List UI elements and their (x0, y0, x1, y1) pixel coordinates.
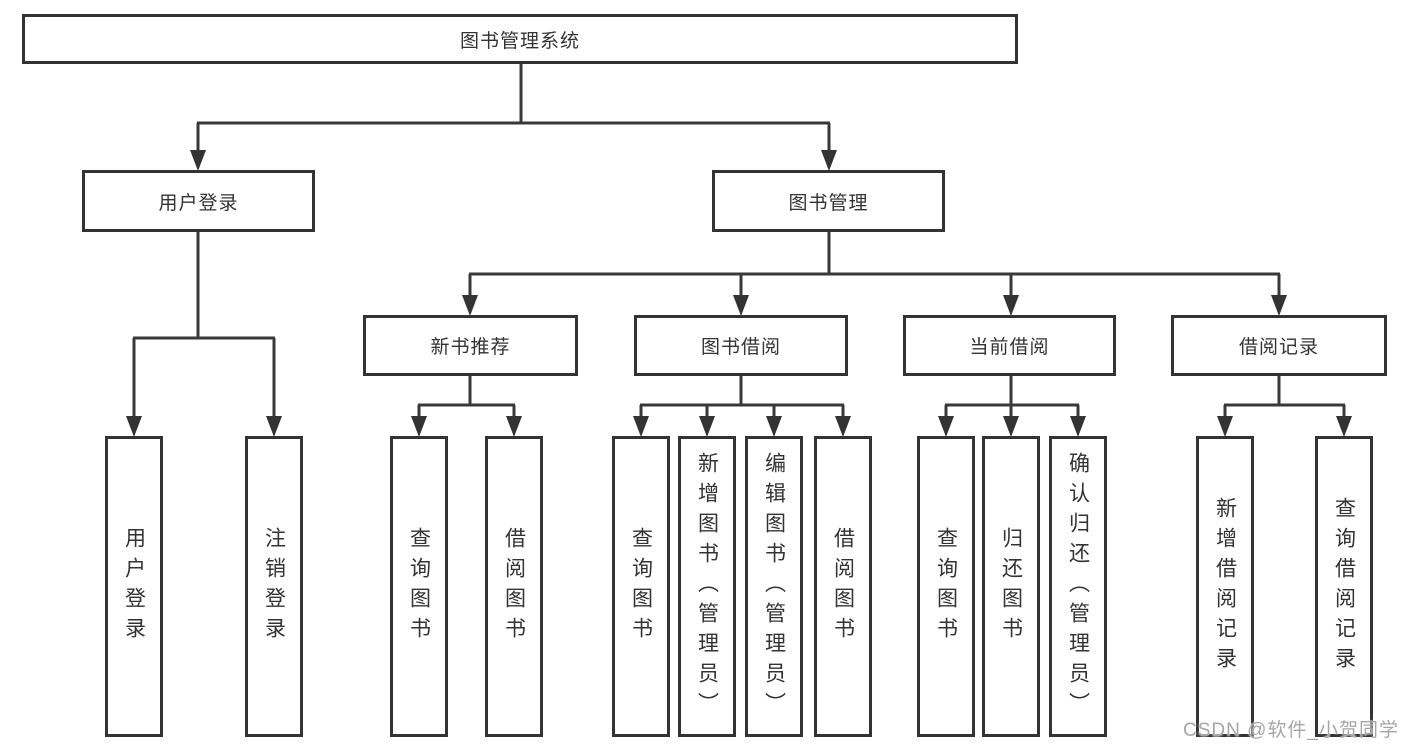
leaf-confirm-return-admin: 确认归还（管理员） (1049, 436, 1107, 737)
leaf-query-books-borrowing: 查询图书 (612, 436, 670, 737)
node-label: 图书管理系统 (459, 30, 580, 52)
node-label: 图书管理 (788, 192, 869, 214)
node-label: 新增借阅记录 (1213, 496, 1237, 677)
leaf-logout: 注销登录 (245, 436, 303, 737)
leaf-edit-books-admin: 编辑图书（管理员） (745, 436, 803, 737)
node-label: 查询图书 (629, 526, 653, 647)
leaf-query-books-recommend: 查询图书 (390, 436, 448, 737)
node-label: 图书借阅 (700, 337, 781, 358)
leaf-add-borrow-record: 新增借阅记录 (1196, 436, 1254, 737)
node-borrowing-records: 借阅记录 (1171, 315, 1387, 376)
node-book-management: 图书管理 (712, 170, 945, 232)
leaf-borrow-books-borrowing: 借阅图书 (814, 436, 872, 737)
leaf-user-login: 用户登录 (105, 436, 163, 737)
node-current-borrowing: 当前借阅 (903, 315, 1116, 376)
leaf-query-borrow-record: 查询借阅记录 (1315, 436, 1373, 737)
node-label: 新书推荐 (430, 337, 511, 358)
node-label: 借阅图书 (831, 526, 855, 647)
csdn-watermark: CSDN @软件_小贺同学 (1183, 720, 1399, 741)
node-book-borrowing: 图书借阅 (634, 315, 848, 376)
node-label: 用户登录 (158, 192, 239, 214)
node-label: 注销登录 (262, 526, 286, 647)
node-label: 借阅图书 (502, 526, 526, 647)
leaf-borrow-books-recommend: 借阅图书 (485, 436, 543, 737)
node-label: 查询图书 (407, 526, 431, 647)
node-label: 查询借阅记录 (1332, 496, 1356, 677)
node-root-library-system: 图书管理系统 (22, 14, 1018, 64)
node-label: 新增图书（管理员） (695, 451, 719, 722)
node-label: 当前借阅 (969, 337, 1050, 358)
leaf-add-books-admin: 新增图书（管理员） (678, 436, 736, 737)
node-label: 查询图书 (934, 526, 958, 647)
leaf-return-books: 归还图书 (982, 436, 1040, 737)
node-new-book-recommend: 新书推荐 (363, 315, 578, 376)
leaf-query-books-current: 查询图书 (917, 436, 975, 737)
node-label: 编辑图书（管理员） (762, 451, 786, 722)
node-label: 借阅记录 (1238, 337, 1319, 358)
node-label: 用户登录 (122, 526, 146, 647)
node-label: 归还图书 (999, 526, 1023, 647)
node-label: 确认归还（管理员） (1066, 451, 1090, 722)
node-user-login: 用户登录 (82, 170, 315, 232)
